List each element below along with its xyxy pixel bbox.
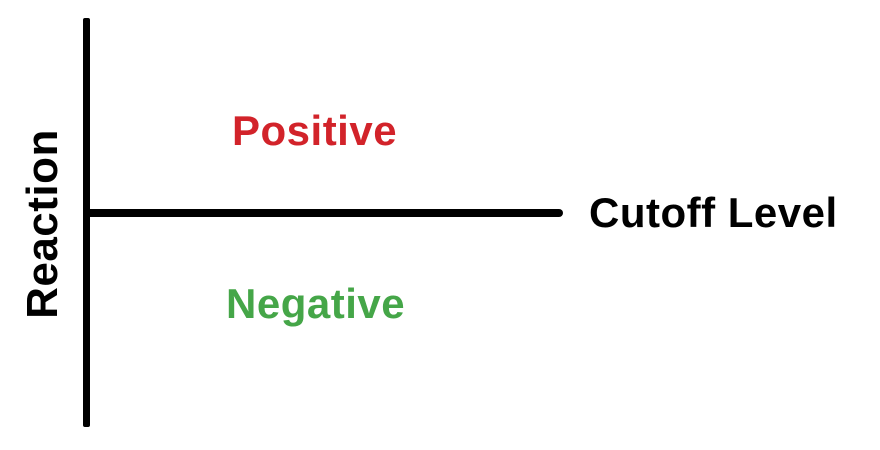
cutoff-level-label: Cutoff Level <box>589 189 838 236</box>
y-axis-line <box>83 18 90 427</box>
cutoff-level-line <box>86 209 563 217</box>
negative-region-label: Negative <box>226 280 406 327</box>
y-axis-label: Reaction <box>18 129 67 319</box>
positive-region-label: Positive <box>232 107 398 154</box>
